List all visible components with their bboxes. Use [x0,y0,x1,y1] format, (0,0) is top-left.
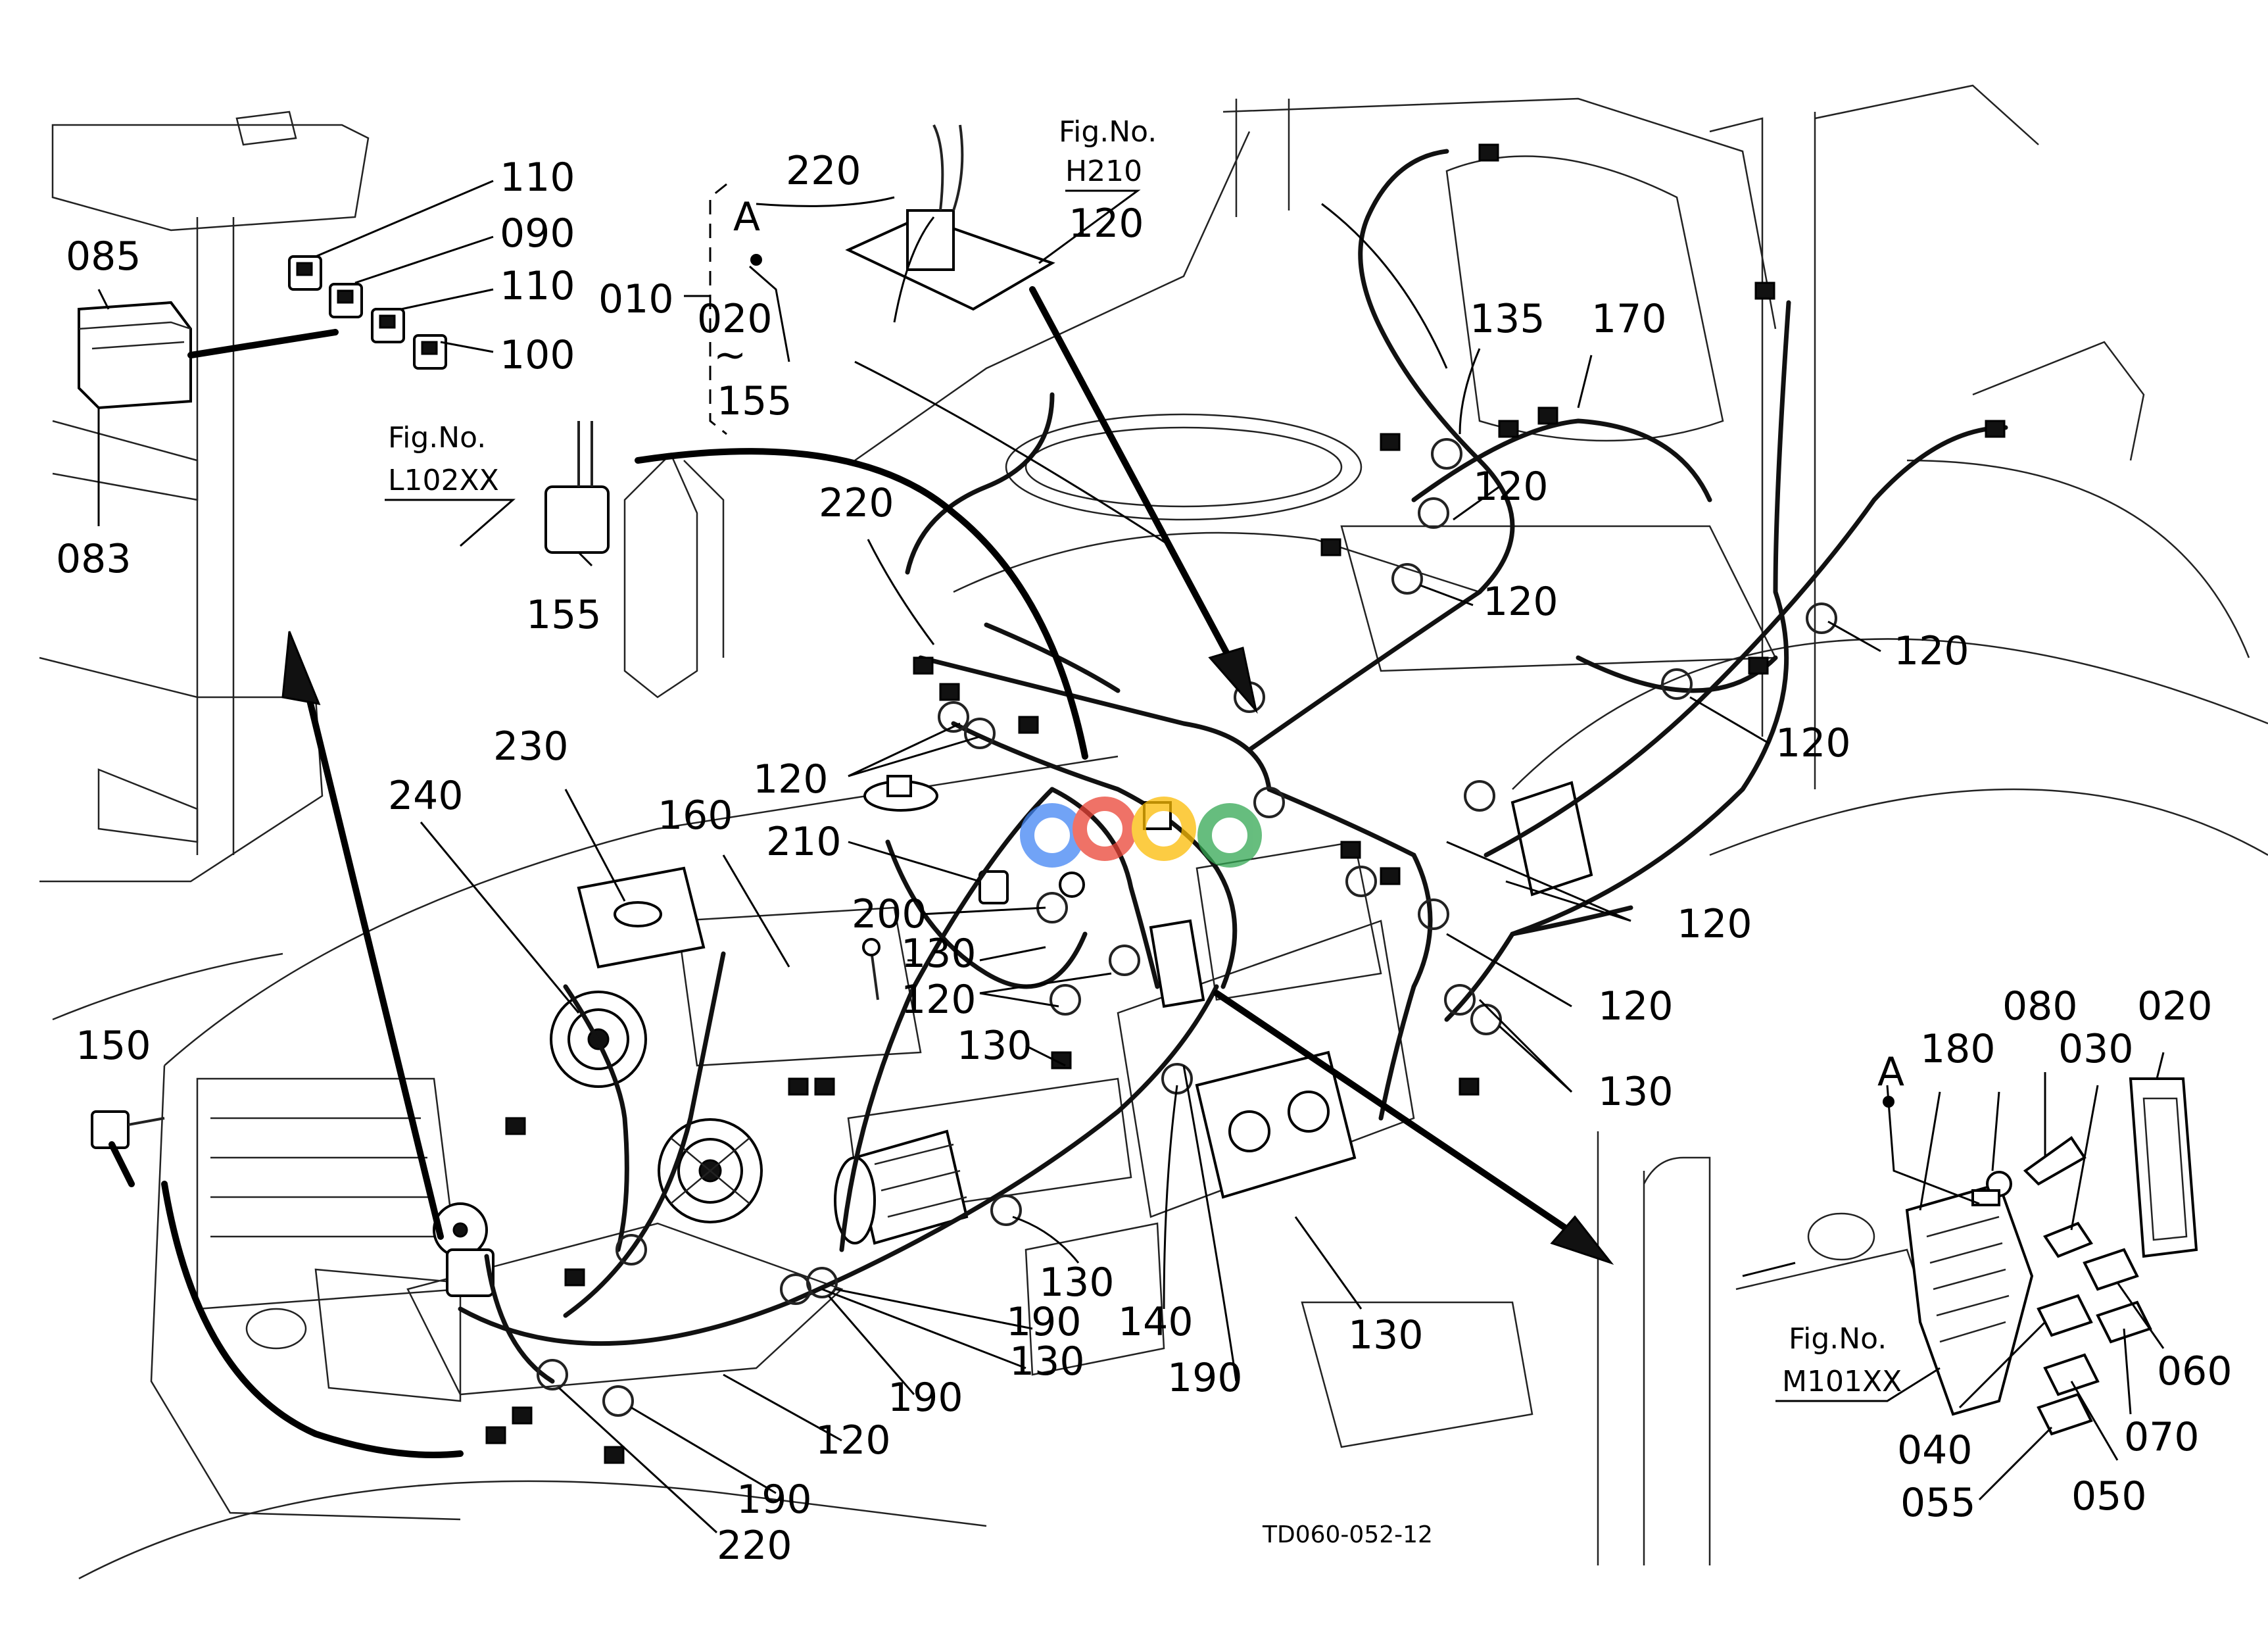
label-090: 090 [500,210,575,257]
label-060: 060 [2157,1348,2232,1394]
hydraulic-valve [1195,1050,1357,1199]
label-190-c: 190 [888,1375,963,1421]
label-110-mid: 110 [500,263,575,309]
fuse-box-detail-a [1905,1182,2034,1416]
label-130-f: 130 [1598,1069,1674,1115]
label-120-f: 120 [1677,901,1752,947]
label-030: 030 [2058,1026,2134,1072]
fuse-180 [1971,1171,2012,1206]
fuse-110a [288,255,322,291]
label-100: 100 [500,332,575,378]
fuse-060 [2083,1248,2139,1291]
cover-020 [2129,1077,2198,1258]
fuel-sender-200 [863,775,938,812]
label-130-d: 130 [1009,1339,1085,1385]
fuse-040 [2037,1294,2093,1337]
label-050: 050 [2071,1473,2147,1519]
fig-l102-number: L102XX [388,464,499,497]
label-130-b: 130 [957,1023,1032,1069]
label-120-j: 120 [815,1417,891,1463]
label-160: 160 [658,793,733,839]
connectors [485,143,2006,1464]
label-180: 180 [1920,1026,1996,1072]
relay-155 [544,421,610,554]
leader-lines [97,180,2165,1534]
callout-dot-a-right [1883,1096,1894,1108]
callout-dot-a-top [750,254,762,266]
label-110-top: 110 [500,155,575,201]
callout-a-right: A [1877,1049,1904,1095]
label-080: 080 [2002,983,2078,1029]
label-210: 210 [766,819,842,865]
fuse-box-085 [78,301,192,410]
fig-m101-number: M101XX [1782,1365,1902,1398]
connector-block-right [1510,781,1593,897]
relay-150 [91,1110,165,1149]
fig-l102-title: Fig.No. [388,421,486,455]
label-010: 010 [598,276,674,322]
label-150: 150 [76,1023,151,1069]
label-240: 240 [388,773,464,819]
label-040: 040 [1897,1427,1973,1473]
label-020-top: 020 [697,296,773,342]
label-220-top: 220 [786,148,861,194]
horn [433,1202,488,1258]
label-155-top: 155 [717,378,792,424]
label-220-mid: 220 [819,480,894,526]
relay-front [446,1248,495,1297]
label-020-right: 020 [2137,983,2213,1029]
callout-a-top: A [733,194,760,240]
label-120-a: 120 [1069,201,1144,247]
label-120-b: 120 [1473,464,1549,510]
components [78,124,2198,1436]
fuse-100 [413,334,447,370]
label-070: 070 [2124,1414,2200,1460]
label-155: 155 [526,592,602,638]
label-120-d: 120 [1894,628,1969,674]
fig-h210-title: Fig.No. [1059,115,1157,149]
fig-m101-title: Fig.No. [1789,1322,1887,1356]
label-130-e: 130 [1348,1312,1424,1358]
part-labels: 110 090 110 100 085 083 010 020 ~ 155 15… [56,148,2232,1569]
label-055: 055 [1900,1480,1976,1526]
fuse-090 [329,283,363,318]
label-230: 230 [493,724,569,770]
label-120-h: 120 [753,756,829,802]
fig-h210-number: H210 [1065,155,1142,188]
label-200: 200 [852,891,927,937]
label-120-g: 120 [1598,983,1674,1029]
fuse-050 [2043,1353,2100,1396]
label-120-i: 120 [901,977,977,1023]
label-120-c: 120 [1483,579,1558,625]
label-220-bottom: 220 [717,1523,792,1569]
compressor-230 [550,866,706,1088]
label-085: 085 [66,234,141,280]
label-190-b: 190 [1167,1355,1243,1401]
label-190-d: 190 [736,1477,812,1523]
label-130-c: 130 [1039,1260,1115,1306]
label-135: 135 [1470,296,1545,342]
sensor-210 [978,870,1085,904]
fuse-080 [2023,1136,2087,1186]
label-130-a: 130 [901,931,977,977]
label-190-a: 190 [1006,1299,1082,1345]
drawing-code: TD060-052-12 [1262,1521,1433,1548]
controller-140 [1149,919,1205,1008]
label-170: 170 [1591,296,1667,342]
label-083: 083 [56,536,132,582]
fuse-030 [2042,1221,2094,1258]
reference-arrows [109,286,1614,1266]
label-120-e: 120 [1775,720,1851,766]
figure-references: Fig.No. H210 Fig.No. L102XX Fig.No. M101… [388,115,1902,1398]
bracket-220-top [845,124,1055,311]
fuse-055 [2037,1392,2093,1436]
glow-plug [862,938,881,1000]
label-tilde: ~ [713,332,746,378]
label-140: 140 [1118,1299,1194,1345]
tractor-line-art [39,84,2268,1580]
fuse-110b [371,308,405,343]
watermark [1020,797,1262,868]
